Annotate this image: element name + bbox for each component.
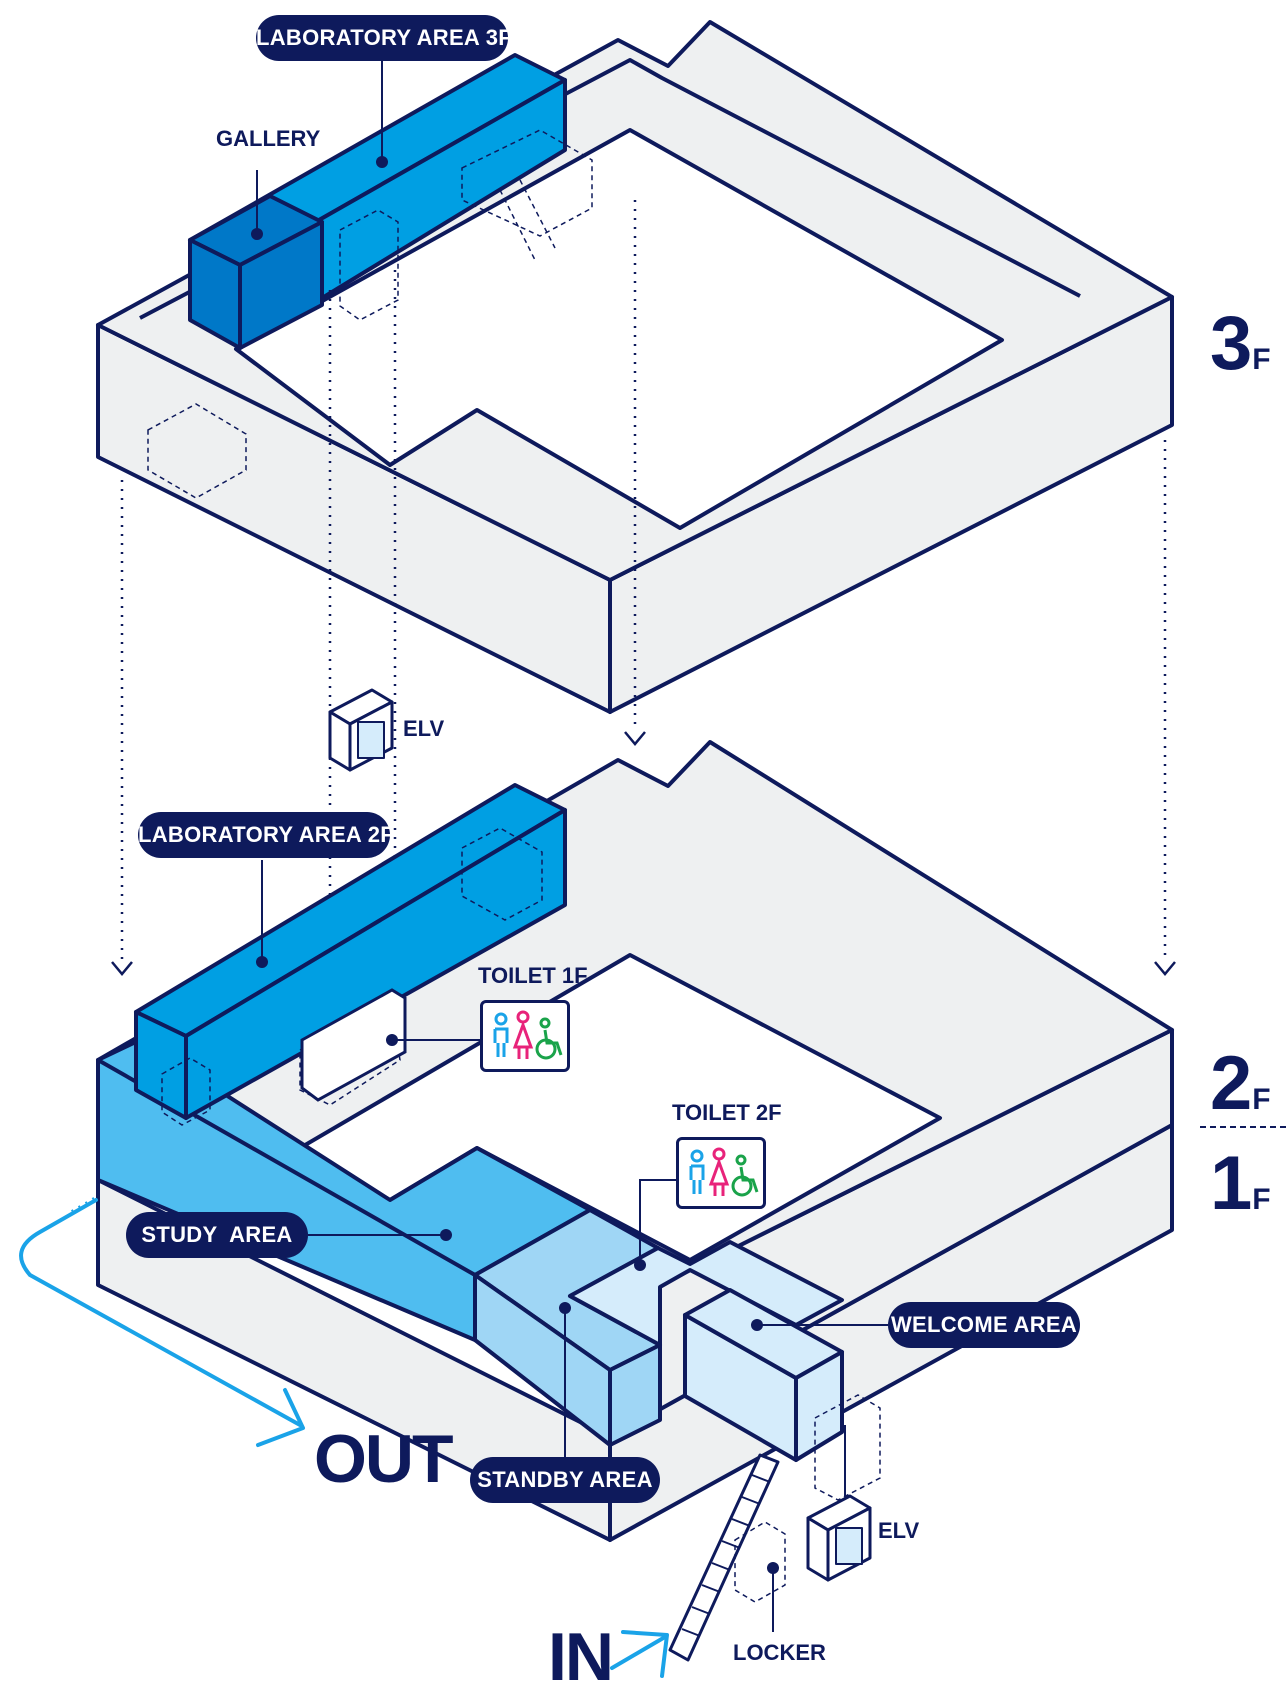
floor-2f-number: 2 (1210, 1041, 1253, 1126)
label-lab-area-2f: LABORATORY AREA 2F (138, 812, 394, 858)
toilet-female-icon (708, 1147, 730, 1196)
label-locker: LOCKER (733, 1640, 826, 1665)
label-welcome-area: WELCOME AREA (888, 1302, 1080, 1348)
floor-marker-3f: 3F (1210, 300, 1271, 387)
label-toilet-2f: TOILET 2F (672, 1100, 782, 1125)
label-elv-top: ELV (403, 716, 445, 741)
gallery-3f-side (188, 238, 242, 350)
floor-3f-number: 3 (1210, 301, 1253, 386)
lab-area-2f-block (134, 783, 567, 1120)
floor-3f-suffix: F (1252, 343, 1271, 376)
label-out: OUT (314, 1421, 454, 1497)
label-standby-area: STANDBY AREA (470, 1457, 660, 1503)
toilet-1f-box (300, 988, 407, 1102)
locker-ghost (734, 1394, 881, 1603)
toilet-symbols-2f (689, 1147, 759, 1197)
welcome-area-side (794, 1350, 844, 1462)
toilet-symbols-1f (493, 1010, 563, 1060)
entrance-stair-treads (681, 1474, 771, 1637)
elevator-1f-box (806, 1494, 872, 1582)
toilet-1f-sign (480, 1000, 570, 1072)
label-study-area: STUDY AREA (126, 1212, 308, 1258)
floor-2f-suffix: F (1252, 1083, 1271, 1116)
toilet-male-icon (689, 1149, 705, 1194)
floor-1f-number: 1 (1210, 1141, 1253, 1226)
toilet-male-icon (493, 1012, 509, 1057)
floor-marker-1f: 1F (1210, 1140, 1271, 1227)
floor-3f-courtyard (234, 128, 1004, 530)
wheelchair-icon (731, 1154, 759, 1197)
leader-dots (251, 156, 779, 1574)
label-gallery: GALLERY (216, 126, 321, 151)
wheelchair-icon (535, 1017, 563, 1060)
toilet-female-icon (512, 1010, 534, 1059)
stairs-3f-ghosts (147, 129, 593, 499)
label-elv-bottom: ELV (878, 1518, 920, 1543)
toilet-2f-sign (676, 1137, 766, 1209)
label-lab-area-3f: LABORATORY AREA 3F (256, 15, 512, 61)
lab-2f-side (134, 1010, 188, 1120)
label-in: IN (548, 1619, 614, 1695)
drop-lines-3f (120, 200, 1167, 980)
stairs-2f-ghosts (161, 827, 543, 1126)
leader-lines (256, 60, 888, 1632)
label-toilet-1f: TOILET 1F (478, 963, 588, 988)
floor-1f-suffix: F (1252, 1183, 1271, 1216)
elevator-icon-top (328, 688, 394, 772)
in-arrow-icon (610, 1630, 669, 1678)
standby-area-end (608, 1343, 662, 1447)
out-arrow-icon (19, 1198, 305, 1447)
floor-marker-2f: 2F (1210, 1040, 1271, 1127)
drop-arrowheads (111, 731, 1176, 976)
